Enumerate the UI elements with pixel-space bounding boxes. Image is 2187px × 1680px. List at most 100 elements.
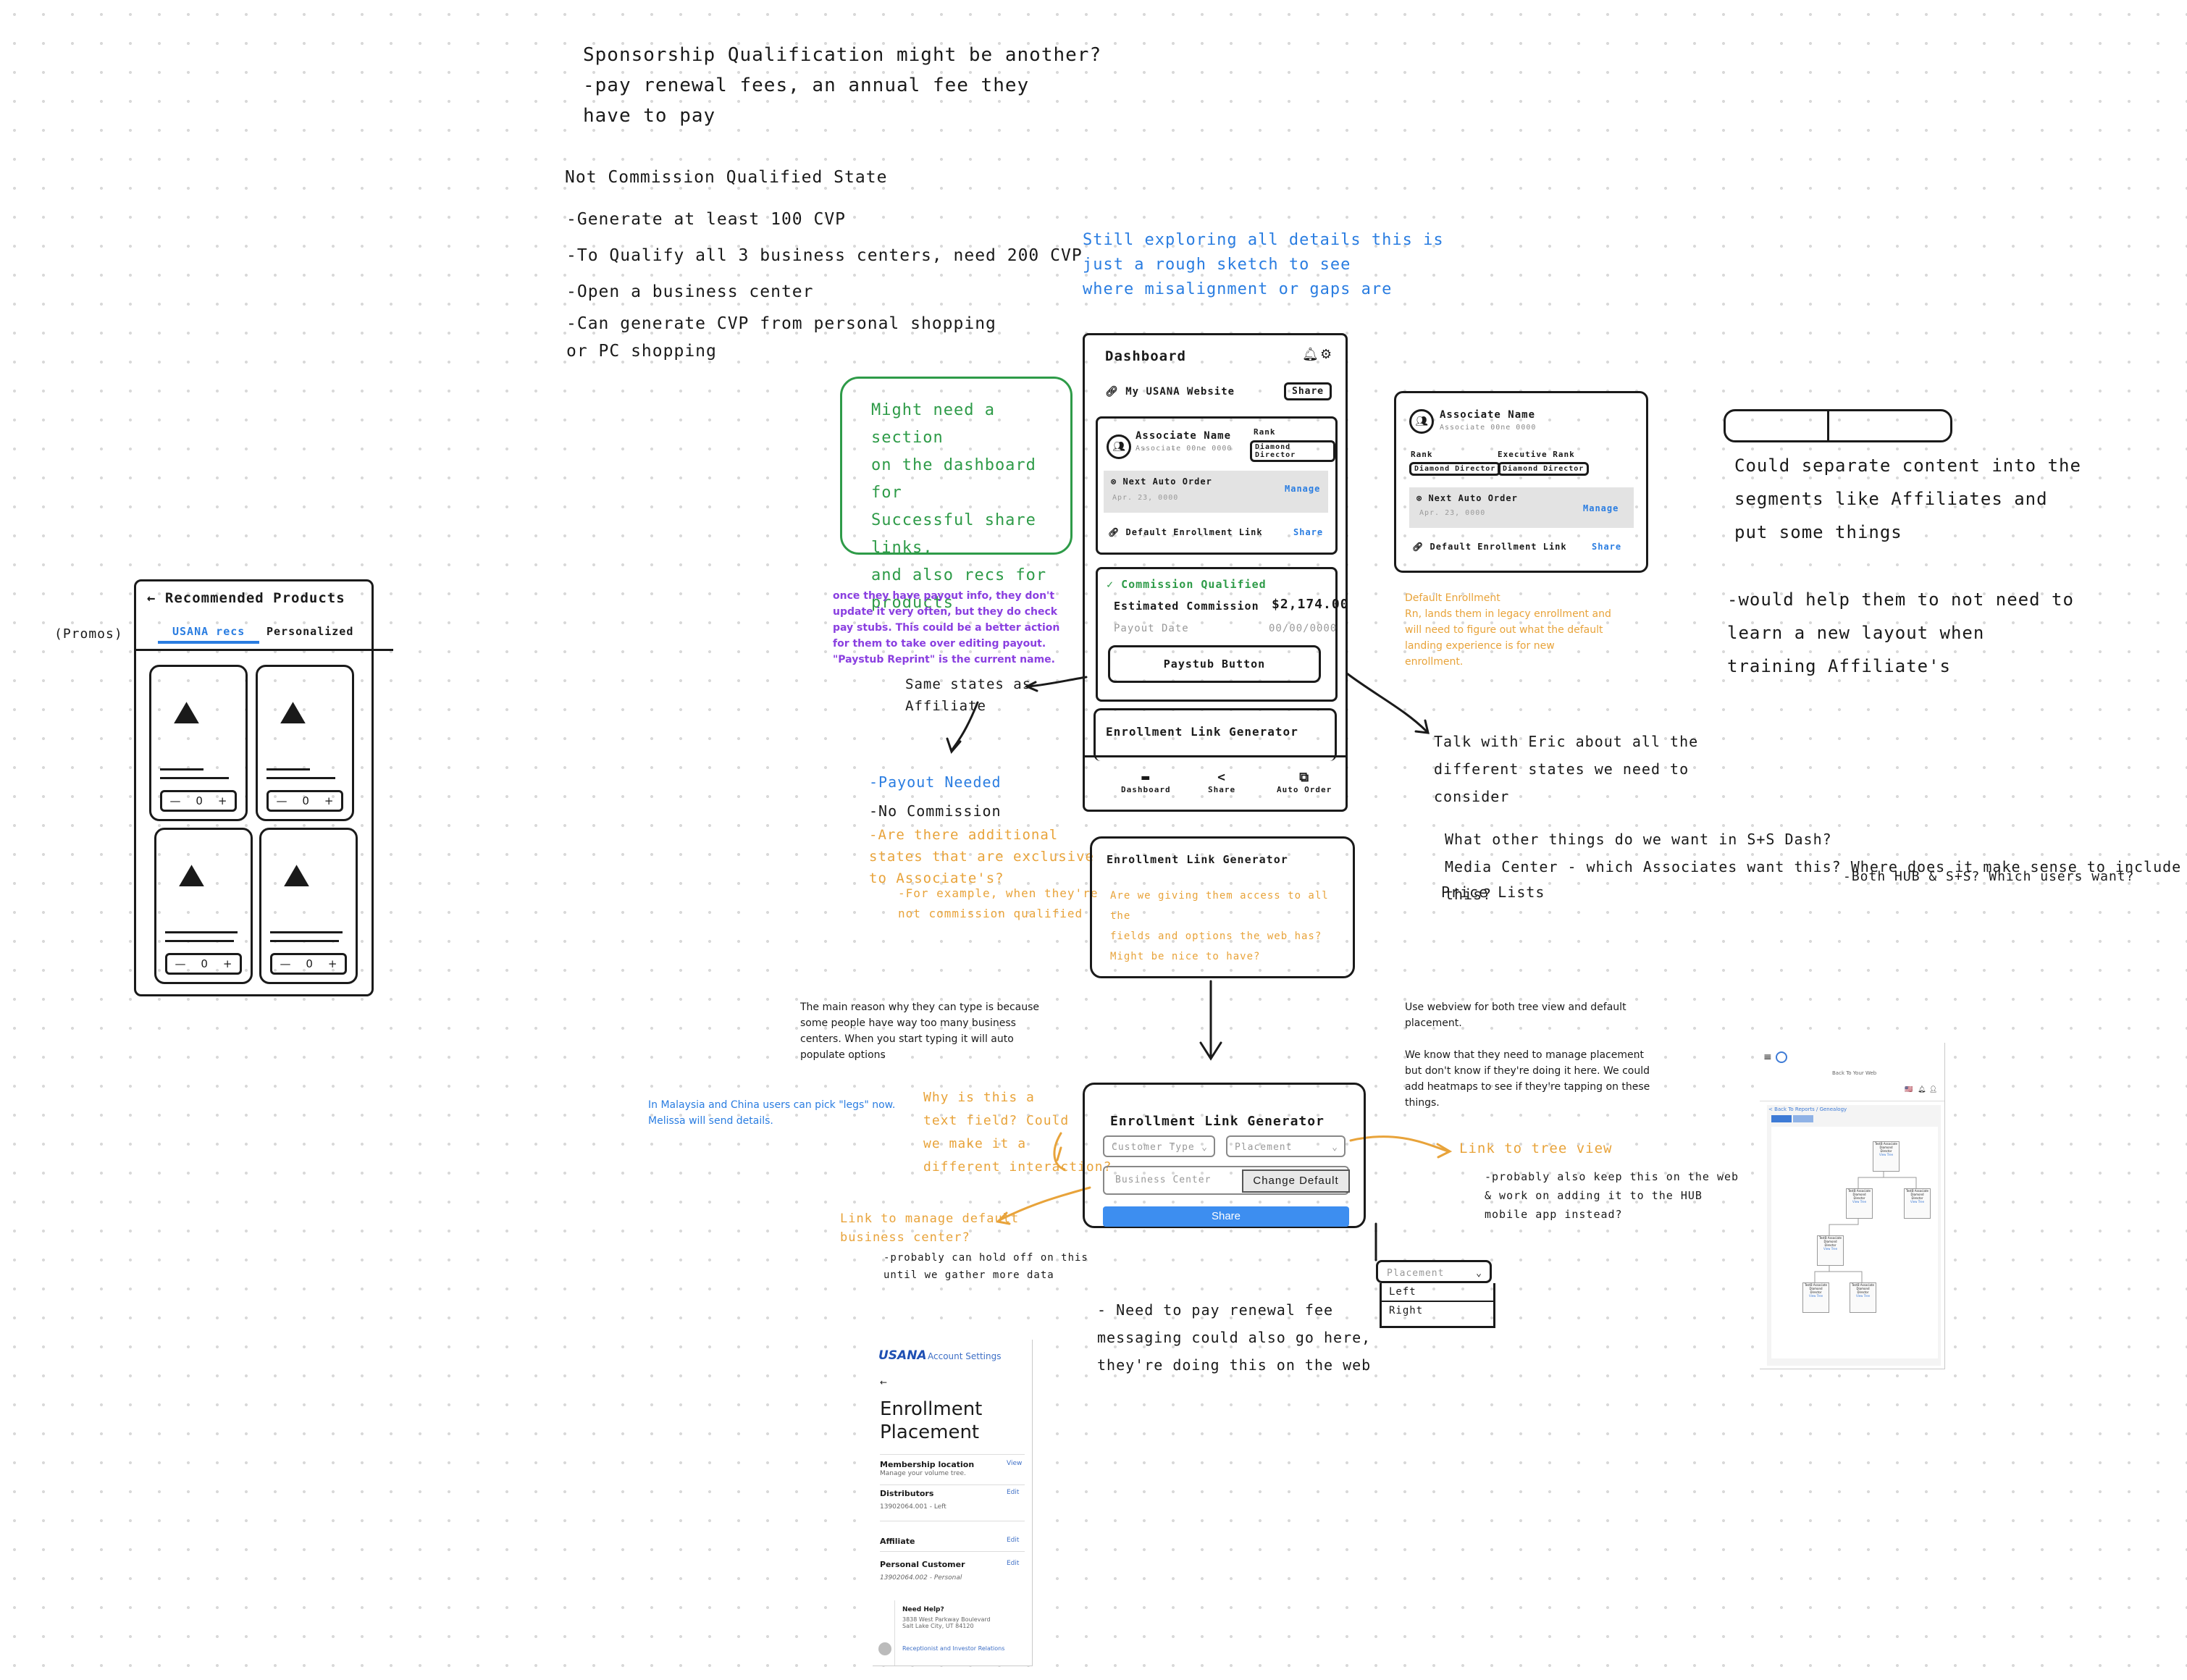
plus-icon[interactable]: + [217,794,227,807]
generator-title: Enrollment Link Generator [1110,1114,1325,1129]
bell-icon[interactable]: 🔔︎ [1918,1086,1926,1093]
plus-icon[interactable]: + [327,957,337,970]
chevron-down-icon: ⌄ [1332,1142,1338,1153]
node-link[interactable]: View Tree [1879,1153,1894,1156]
node-link[interactable]: View Tree [1808,1294,1823,1298]
note-payout-info: once they have payout info, they don't u… [833,590,1060,665]
bell-icon[interactable]: 🔔︎ [1302,347,1319,362]
view-link[interactable]: View [1007,1460,1023,1467]
user-icon[interactable]: 👤︎ [1929,1086,1938,1093]
share-website-button[interactable]: Share [1284,382,1332,400]
tree-view-screenshot: ≡ Back To Your Web 🇺🇸︎ 🔔︎ 👤︎ < Back To R… [1760,1043,1945,1369]
node-link[interactable]: View Tree [1855,1294,1871,1298]
note-might-need: Might need a section on the dashboard fo… [871,401,1047,612]
back-to-reports-link[interactable]: < Back To Reports [1768,1106,1815,1112]
minus-icon[interactable]: — [175,957,186,970]
hamburger-icon[interactable]: ≡ [1763,1051,1772,1063]
associate-card-rank-badge: Diamond Director [1409,462,1501,476]
distributors-label: Distributors [880,1489,934,1498]
option-right[interactable]: Right [1389,1305,1424,1316]
quantity-stepper[interactable]: — 0 + [270,953,347,975]
gear-icon[interactable]: ⚙ [1320,347,1332,362]
placement-select[interactable]: Placement⌄ [1226,1135,1346,1157]
commission-qualified-label: Commission Qualified [1121,578,1267,591]
associate-card-share-link[interactable]: Share [1592,542,1622,552]
image-placeholder-icon: ⛰ [283,857,310,894]
associate-card-auto-order-panel[interactable]: ⊗ Next Auto Order Apr. 23, 0000 Manage [1409,487,1634,528]
node-link[interactable]: View Tree [1852,1200,1867,1204]
enrollment-link-generator-card[interactable]: Enrollment Link Generator [1094,708,1337,761]
option-left[interactable]: Left [1382,1283,1493,1302]
back-arrow-icon[interactable]: ← [147,590,165,606]
my-website-row[interactable]: 🔗︎ My USANA Website [1105,386,1235,398]
tab-usana-recs[interactable]: USANA recs [158,625,260,644]
generator-expanded-title: Enrollment Link Generator [1107,853,1288,866]
tab-share-label: Share [1208,785,1236,794]
rec-title-text: Recommended Products [164,590,345,606]
associate-card-exec-rank-label: Executive Rank [1498,450,1575,459]
note-probably-hold-off: -probably can hold off on this until we … [883,1252,1088,1281]
quantity-stepper[interactable]: —0+ [165,953,242,975]
segment-bar-sketch [1724,409,1952,442]
account-settings-header: Account Settings [928,1351,1002,1361]
product-card[interactable]: ⛰ —0+ [149,665,248,821]
tab-auto-order-label: Auto Order [1277,785,1332,794]
tab-dashboard[interactable]: ▬Dashboard [1121,770,1171,794]
edit-distributors-link[interactable]: Edit [1007,1489,1020,1496]
associate-card-enrollment-row: 🔗︎ Default Enrollment Link [1412,542,1567,552]
plus-icon[interactable]: + [324,794,334,807]
relations-link[interactable]: Receptionist and Investor Relations [902,1645,1005,1652]
product-card[interactable]: ⛰ — 0 + [259,828,358,984]
business-center-field[interactable]: Business Center Change Default [1103,1166,1350,1195]
tab-share[interactable]: <Share [1208,770,1235,794]
edit-affiliate-link[interactable]: Edit [1007,1537,1020,1544]
note-need-to-pay: - Need to pay renewal fee messaging coul… [1097,1301,1372,1374]
product-card[interactable]: ⛰ —0+ [256,665,354,821]
plus-icon[interactable]: + [222,957,232,970]
tree-tab[interactable] [1793,1115,1813,1122]
change-default-button[interactable]: Change Default [1242,1169,1350,1193]
back-to-web-link[interactable]: Back To Your Web [1832,1070,1877,1076]
quantity-stepper[interactable]: — 0 + [266,790,343,812]
share-button[interactable]: Share [1103,1206,1349,1227]
product-card[interactable]: ⛰ —0+ [154,828,253,984]
tree-tab-active[interactable] [1771,1115,1792,1122]
associate-card: 👥︎ Associate Name Associate 00ne 0000 Ra… [1096,416,1338,555]
node-link[interactable]: View Tree [1823,1247,1838,1251]
minus-icon[interactable]: — [169,794,181,807]
manage-auto-order-link[interactable]: Manage [1285,484,1321,494]
associate-card-manage-link[interactable]: Manage [1583,503,1619,513]
node-link[interactable]: View Tree [1910,1200,1925,1204]
note-still-exploring: Still exploring all details this is just… [1083,231,1444,298]
share-default-link[interactable]: Share [1293,527,1324,537]
tab-personalized[interactable]: Personalized [266,625,354,638]
quantity-stepper[interactable]: —0+ [160,790,237,812]
node-name: TestB Associate [1851,1283,1875,1287]
minus-icon[interactable]: — [280,957,291,970]
text-line [270,940,339,942]
flag-icon[interactable]: 🇺🇸︎ [1905,1086,1913,1093]
avatar-icon: 👥︎ [1107,434,1131,459]
quantity-value: 0 [302,794,309,807]
divider [880,1551,1025,1552]
payout-date-label: Payout Date [1114,623,1189,634]
placement-dropdown[interactable]: Placement⌄ [1376,1260,1492,1283]
customer-type-select[interactable]: Customer Type⌄ [1103,1135,1215,1157]
quantity-value: 0 [306,957,313,970]
note-malaysia: In Malaysia and China users can pick "le… [648,1099,896,1127]
breadcrumb: < Back To Reports / Genealogy [1768,1106,1847,1112]
paystub-button[interactable]: Paystub Button [1108,645,1321,683]
edit-personal-link[interactable]: Edit [1007,1560,1020,1567]
next-auto-order-panel[interactable]: ⊗ Next Auto Order Apr. 23, 0000 Manage [1104,471,1328,513]
back-arrow-icon[interactable]: ← [880,1377,888,1387]
dashboard-icon: ▬ [1141,770,1151,785]
minus-icon[interactable]: — [276,794,287,807]
tab-auto-order[interactable]: ⧉Auto Order [1277,770,1332,794]
